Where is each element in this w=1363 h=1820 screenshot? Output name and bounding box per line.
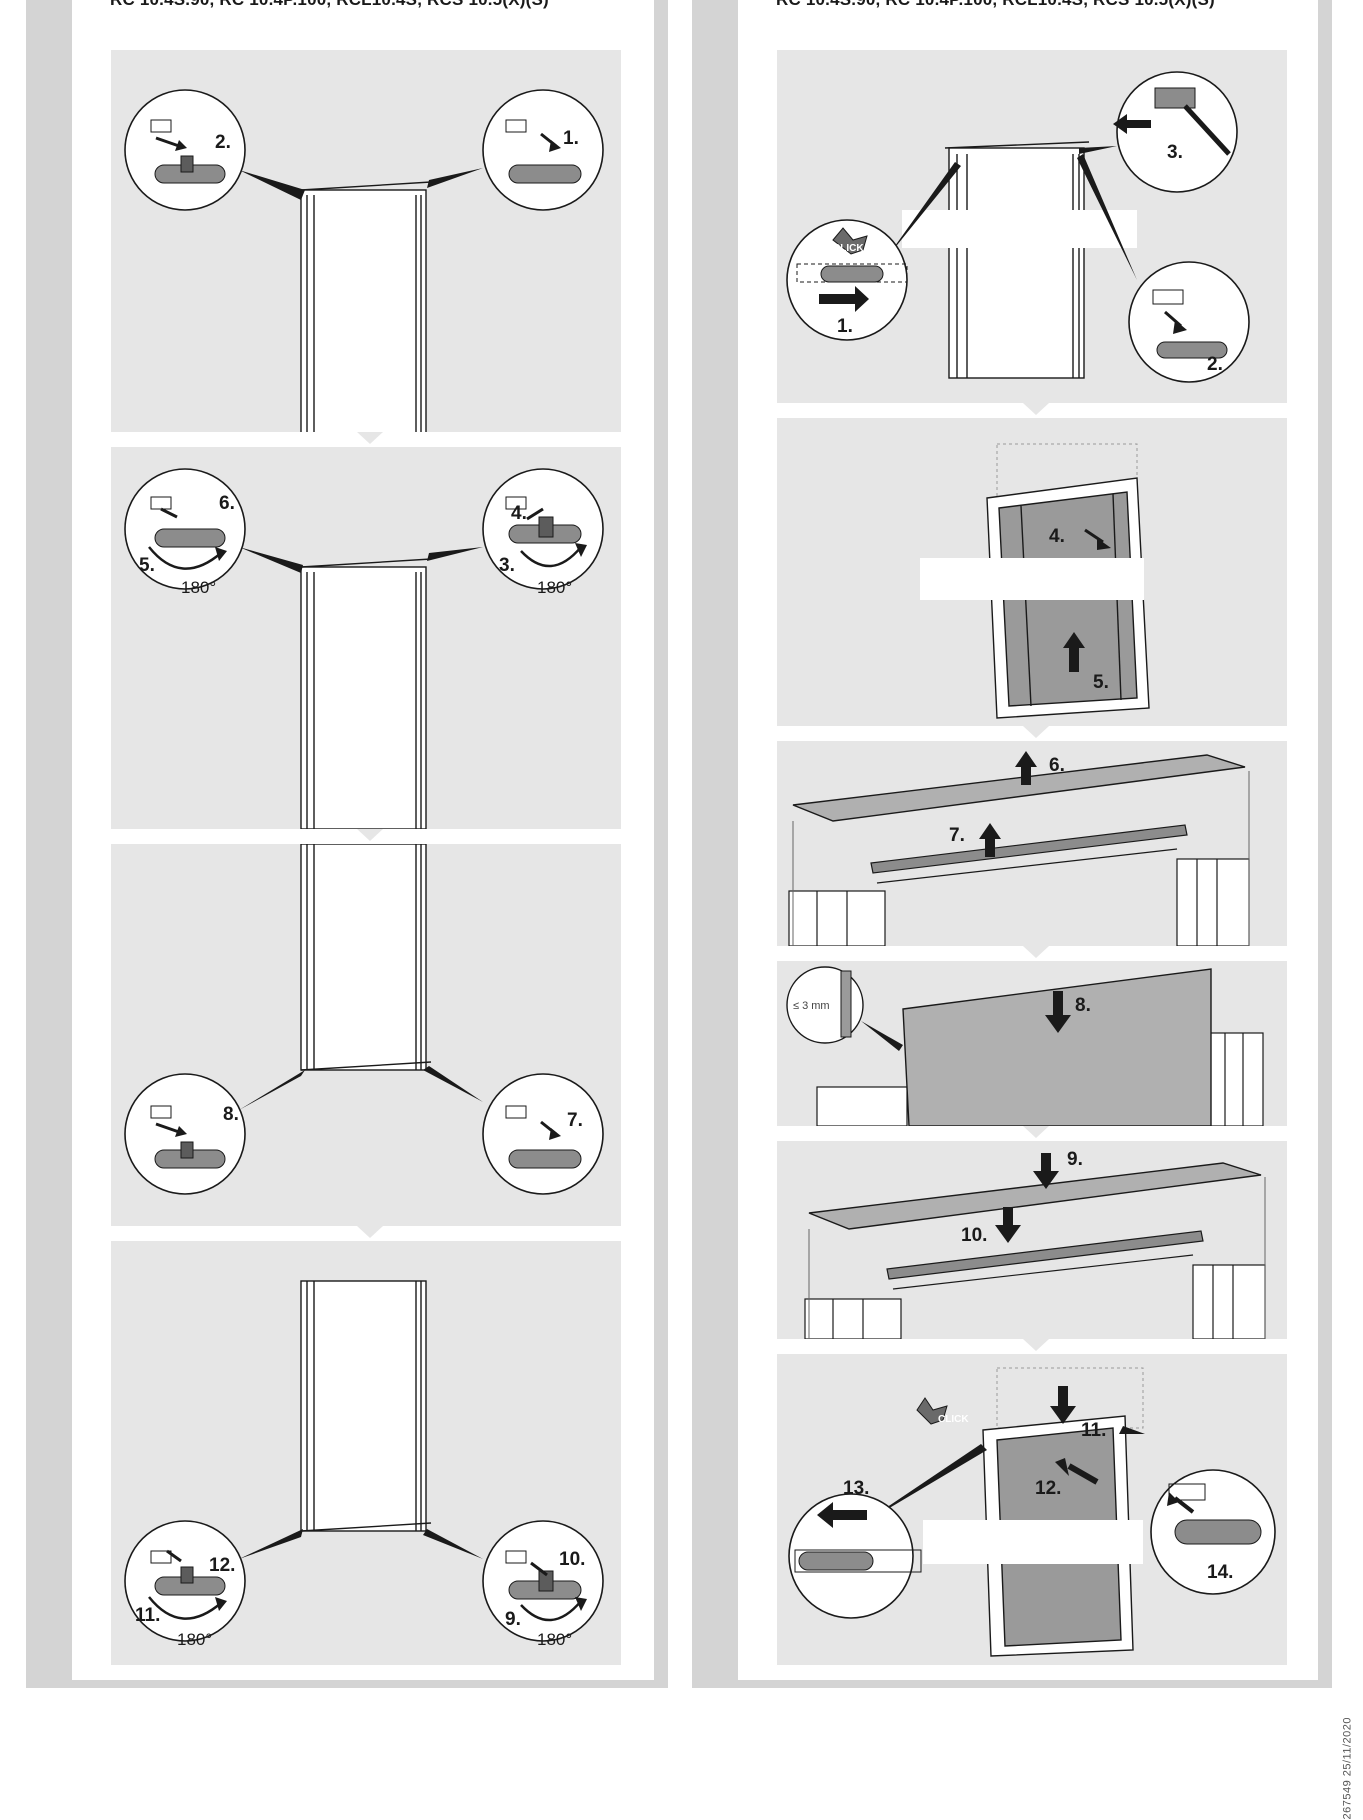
door-unlock-illustration: CLICK 1. 3. 2. — [786, 71, 1250, 383]
document-code-footer: 267549 25/11/2020 — [1341, 1717, 1353, 1820]
hinge-detail-circle-left: 2. — [124, 89, 246, 211]
door-panel-insert-illustration: ≤ 3 mm 8. — [786, 966, 1264, 1126]
rotation-label-right: 180° — [537, 1630, 572, 1649]
step-label-6: 6. — [219, 493, 235, 514]
right-step-panel-1: CLICK 1. 3. 2. — [777, 50, 1287, 403]
step-label-11: 11. — [1081, 1420, 1106, 1441]
step-label-9: 9. — [505, 1609, 521, 1630]
hinge-detail-circle-left: 8. — [124, 1073, 246, 1195]
right-step-panel-5: 9. 10. — [777, 1141, 1287, 1339]
right-step-panel-2: 4. 5. — [777, 418, 1287, 726]
step-label-8: 8. — [1075, 995, 1091, 1016]
step-label-4: 4. — [511, 503, 527, 524]
lock-detail-circle: CLICK 1. — [786, 219, 908, 341]
hinge-detail-circle-right: 1. — [482, 89, 604, 211]
lock-detail-circle: 13. — [788, 1478, 922, 1619]
step-label-2: 2. — [1207, 354, 1223, 375]
rotation-label-left: 180° — [181, 578, 216, 597]
step-label-13: 13. — [843, 1478, 869, 1499]
rotation-label-left: 180° — [177, 1630, 212, 1649]
rotate-detail-circle-left: 6. 5. 180° — [124, 468, 246, 597]
step-label-5: 5. — [139, 555, 155, 576]
gap-measurement-label: ≤ 3 mm — [793, 1000, 830, 1012]
step-label-12: 12. — [209, 1555, 235, 1576]
click-badge: CLICK — [938, 1414, 969, 1425]
hinge-detail-circle-top: 3. — [1113, 71, 1238, 193]
step-label-10: 10. — [961, 1225, 987, 1246]
step-label-7: 7. — [567, 1110, 583, 1131]
cover-refit-illustration: 9. 10. — [804, 1149, 1266, 1339]
step-label-4: 4. — [1049, 526, 1065, 547]
hinge-detail-circle-right: 14. — [1150, 1469, 1276, 1595]
step-label-1: 1. — [563, 128, 579, 149]
step-label-6: 6. — [1049, 755, 1065, 776]
step-label-9: 9. — [1067, 1149, 1083, 1170]
hinge-rotation-illustration: 6. 5. 180° 4. 3. 180° — [124, 468, 604, 829]
step-label-10: 10. — [559, 1549, 585, 1570]
door-hinge-removal-illustration: 2. 1. — [124, 89, 604, 432]
step-label-7: 7. — [949, 825, 965, 846]
door-relock-illustration: CLICK 11. 12. 13. 14. — [788, 1367, 1276, 1657]
rotation-label-right: 180° — [537, 578, 572, 597]
left-step-panel-1: 2. 1. — [111, 50, 621, 432]
right-step-panel-4: ≤ 3 mm 8. — [777, 961, 1287, 1126]
step-label-11: 11. — [135, 1605, 160, 1626]
step-label-14: 14. — [1207, 1562, 1233, 1583]
right-step-panel-3: 6. 7. — [777, 741, 1287, 946]
click-badge: CLICK — [833, 243, 864, 254]
step-label-8: 8. — [223, 1104, 239, 1125]
hinge-detail-circle-right: 7. — [482, 1073, 604, 1195]
door-panel-lift-illustration: 4. 5. — [920, 443, 1150, 719]
step-label-3: 3. — [499, 555, 515, 576]
left-model-heading: RC 10.4S.90, RC 10.4P.100, RCL10.4S, RCS… — [110, 0, 549, 10]
rotate-detail-circle-left: 12. 11. 180° — [124, 1520, 246, 1649]
right-model-heading: RC 10.4S.90, RC 10.4P.100, RCL10.4S, RCS… — [776, 0, 1215, 10]
bottom-hinge-rotation-illustration: 12. 11. 180° 10. 9. 180° — [124, 1280, 604, 1649]
step-label-2: 2. — [215, 132, 231, 153]
left-step-panel-3: 8. 7. — [111, 844, 621, 1226]
right-step-panel-6: CLICK 11. 12. 13. 14. — [777, 1354, 1287, 1665]
left-step-panel-2: 6. 5. 180° 4. 3. 180° — [111, 447, 621, 829]
rotate-detail-circle-right: 4. 3. 180° — [482, 468, 604, 597]
left-step-panel-4: 12. 11. 180° 10. 9. 180° — [111, 1241, 621, 1665]
rotate-detail-circle-right: 10. 9. 180° — [482, 1520, 604, 1649]
step-label-3: 3. — [1167, 142, 1183, 163]
step-label-1: 1. — [837, 316, 853, 337]
bottom-hinge-removal-illustration: 8. 7. — [124, 844, 604, 1195]
step-label-12: 12. — [1035, 1478, 1061, 1499]
cover-removal-illustration: 6. 7. — [788, 751, 1250, 946]
hinge-detail-circle-right: 2. — [1128, 261, 1250, 383]
step-label-5: 5. — [1093, 672, 1109, 693]
